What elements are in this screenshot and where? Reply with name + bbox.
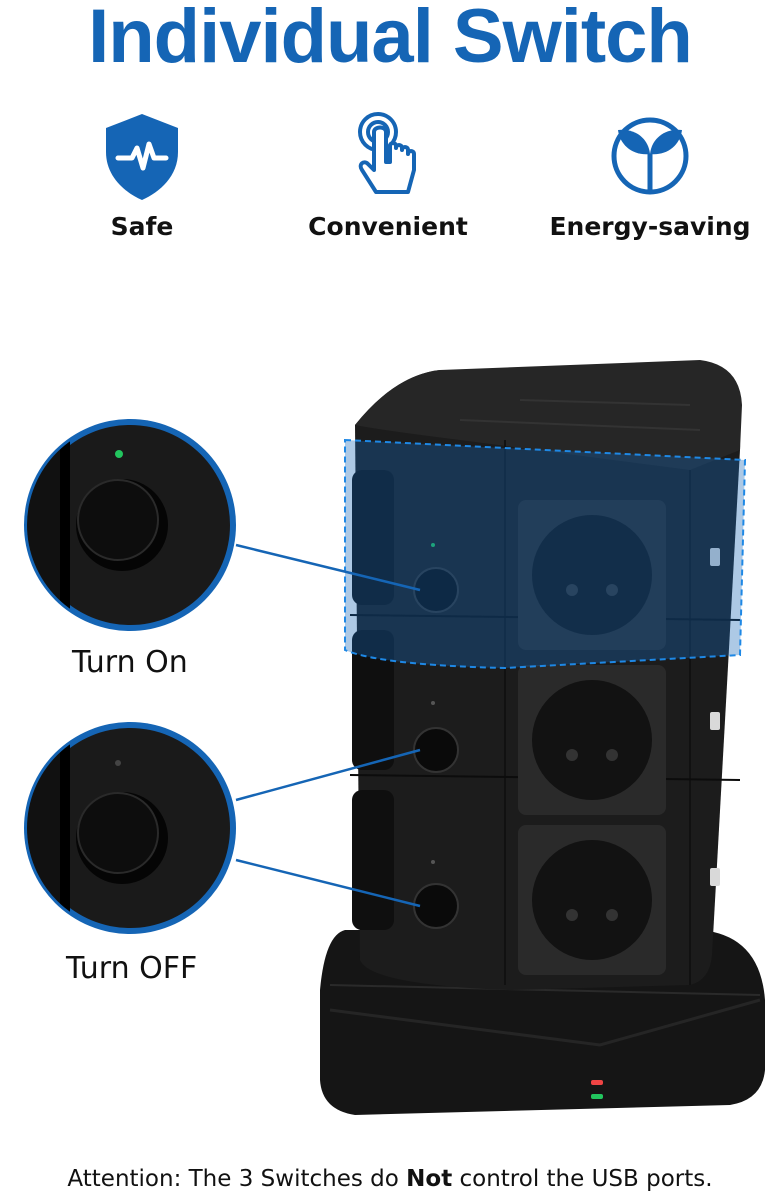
usb-ports bbox=[710, 548, 720, 886]
connector-line-bottom bbox=[235, 748, 421, 802]
attention-emphasis: Not bbox=[406, 1166, 453, 1192]
switch-bottom[interactable] bbox=[413, 860, 459, 929]
attention-prefix: Attention: The 3 Switches do bbox=[67, 1166, 407, 1192]
indicator-green-led bbox=[591, 1094, 603, 1099]
turn-on-label: Turn On bbox=[72, 645, 188, 680]
shield-pulse-icon bbox=[106, 114, 178, 200]
feature-safe: Safe bbox=[22, 110, 262, 241]
highlight-overlay bbox=[344, 438, 747, 670]
product-illustration bbox=[24, 360, 765, 1115]
front-socket-top bbox=[518, 500, 666, 650]
feature-label: Convenient bbox=[308, 212, 468, 241]
connector-line-bottom bbox=[235, 858, 421, 908]
switch-top[interactable] bbox=[413, 543, 459, 613]
attention-suffix: control the USB ports. bbox=[452, 1166, 713, 1192]
turn-off-label: Turn OFF bbox=[66, 951, 198, 986]
feature-convenient: Convenient bbox=[268, 110, 508, 241]
front-socket-middle bbox=[518, 665, 666, 815]
touch-hand-icon bbox=[358, 112, 416, 194]
tower-body bbox=[349, 360, 742, 990]
sprout-icon bbox=[611, 117, 689, 195]
feature-label: Energy-saving bbox=[549, 212, 751, 241]
callout-turn-on bbox=[24, 419, 236, 631]
connector-line-top bbox=[235, 543, 421, 592]
feature-label: Safe bbox=[110, 212, 174, 241]
side-outlets bbox=[352, 470, 394, 930]
page-title: Individual Switch bbox=[88, 0, 693, 79]
feature-energy-saving: Energy-saving bbox=[530, 110, 770, 241]
front-socket-bottom bbox=[518, 825, 666, 975]
switch-middle[interactable] bbox=[413, 701, 459, 773]
indicator-red-led bbox=[591, 1080, 603, 1085]
attention-note: Attention: The 3 Switches do Not control… bbox=[0, 1166, 780, 1192]
callout-turn-off bbox=[24, 722, 236, 934]
